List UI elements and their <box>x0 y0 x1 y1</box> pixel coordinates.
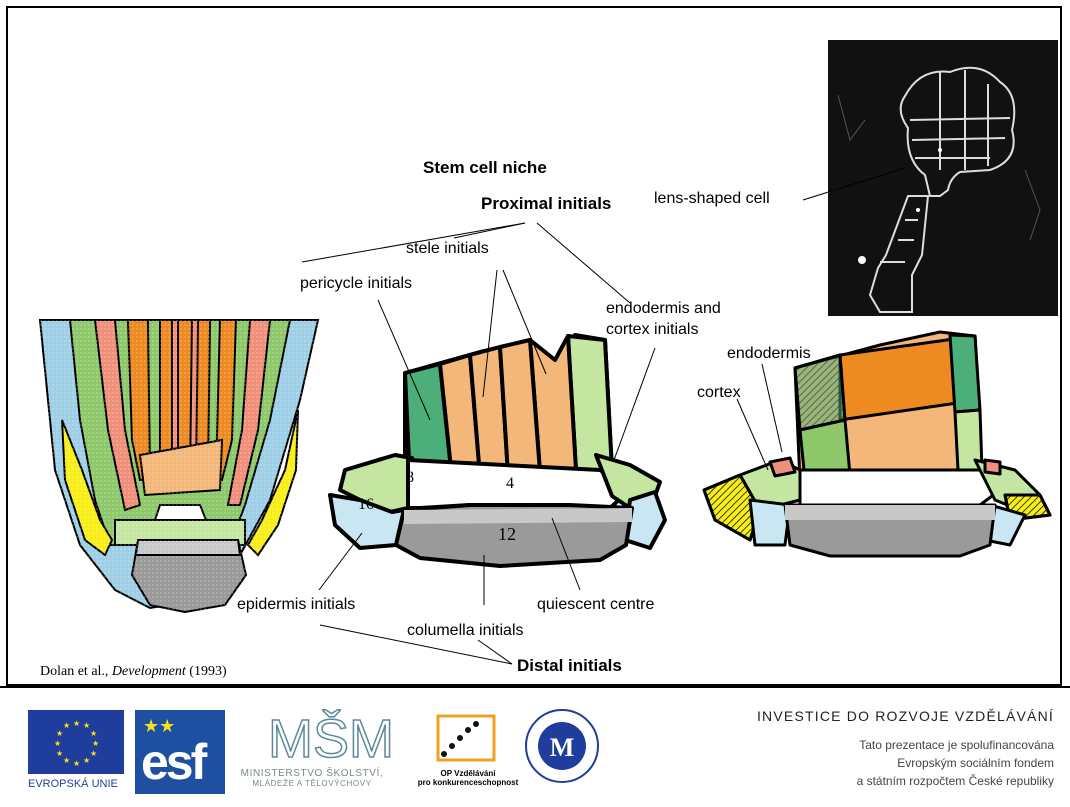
svg-text:★: ★ <box>56 749 63 758</box>
cofin-line-1: Tato prezentace je spolufinancována <box>857 736 1054 754</box>
cell-number-12: 12 <box>498 524 516 545</box>
label-quiescent-centre: quiescent centre <box>537 596 654 614</box>
label-stele-initials: stele initials <box>406 240 489 258</box>
svg-text:★: ★ <box>63 756 70 765</box>
eu-flag-icon: ★★★ ★★★ ★★★ ★★★ <box>28 710 124 774</box>
svg-text:★: ★ <box>90 749 97 758</box>
label-endodermis: endodermis <box>727 345 811 363</box>
cell-number-8: 8 <box>406 469 414 487</box>
svg-text:★: ★ <box>73 759 80 768</box>
svg-text:★: ★ <box>63 721 70 730</box>
label-distal-initials: Distal initials <box>517 656 622 676</box>
svg-text:★: ★ <box>92 739 99 748</box>
op-emblem-icon <box>412 712 524 764</box>
esf-logo: ★★ esf <box>135 710 225 794</box>
label-cortex: cortex <box>697 384 741 402</box>
university-seal-icon: M <box>522 706 602 786</box>
msmt-logo: MŠMT MINISTERSTVO ŠKOLSTVÍ, MLÁDEŽE A TĚ… <box>232 705 392 795</box>
cell-number-4: 4 <box>506 475 514 493</box>
reference-citation: Dolan et al., Development (1993) <box>40 664 227 680</box>
eu-logo: ★★★ ★★★ ★★★ ★★★ EVROPSKÁ UNIE <box>28 710 124 794</box>
svg-text:★: ★ <box>73 719 80 728</box>
masaryk-university-seal: M <box>522 706 602 786</box>
left-root-tip <box>40 320 318 612</box>
label-columella-initials: columella initials <box>407 622 524 640</box>
diagram-title: Stem cell niche <box>423 158 547 178</box>
cofinancing-text: Tato prezentace je spolufinancována Evro… <box>857 736 1054 790</box>
micrograph <box>828 40 1058 316</box>
svg-text:★: ★ <box>54 739 61 748</box>
op-logo: OP Vzdělávání pro konkurenceschopnost <box>412 712 524 796</box>
label-lens-shaped-cell: lens-shaped cell <box>654 190 770 208</box>
right-niche <box>704 332 1050 556</box>
msmt-caption-1: MINISTERSTVO ŠKOLSTVÍ, <box>232 768 392 779</box>
footer-divider <box>0 686 1070 688</box>
label-endo-cortex-2: cortex initials <box>606 321 698 339</box>
cell-number-16: 16 <box>358 496 374 514</box>
msmt-emblem-icon: MŠMT <box>232 705 392 763</box>
label-endo-cortex-1: endodermis and <box>606 300 721 318</box>
label-proximal-initials: Proximal initials <box>481 194 611 214</box>
op-caption-2: pro konkurenceschopnost <box>412 778 524 787</box>
svg-text:MŠMT: MŠMT <box>268 709 392 763</box>
cofin-line-2: Evropským sociálním fondem <box>857 754 1054 772</box>
svg-text:M: M <box>550 733 575 762</box>
svg-text:★: ★ <box>83 756 90 765</box>
label-epidermis-initials: epidermis initials <box>237 596 355 614</box>
svg-text:★: ★ <box>56 729 63 738</box>
svg-text:★: ★ <box>90 729 97 738</box>
label-pericycle-initials: pericycle initials <box>300 275 412 293</box>
root-diagram <box>0 0 1070 690</box>
msmt-caption-2: MLÁDEŽE A TĚLOVÝCHOVY <box>232 779 392 788</box>
investice-heading: INVESTICE DO ROZVOJE VZDĚLÁVÁNÍ <box>757 708 1054 724</box>
cofin-line-3: a státním rozpočtem České republiky <box>857 772 1054 790</box>
eu-caption: EVROPSKÁ UNIE <box>28 778 124 790</box>
op-caption-1: OP Vzdělávání <box>412 769 524 778</box>
esf-text: esf <box>141 734 204 790</box>
